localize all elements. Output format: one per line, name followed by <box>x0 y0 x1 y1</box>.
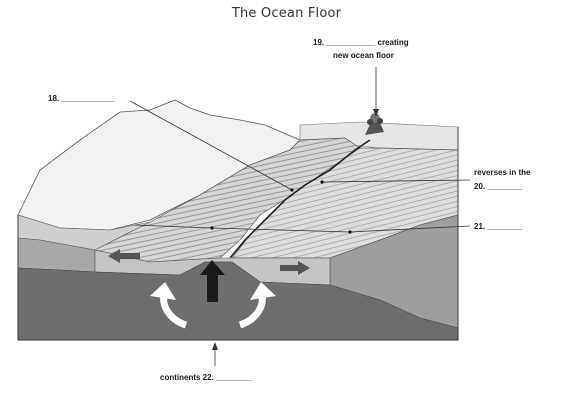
block-outline <box>17 127 459 341</box>
convection-right-arrow <box>238 282 276 329</box>
convection-left-arrow <box>150 282 188 329</box>
leader-21a <box>349 225 471 233</box>
leader-18 <box>129 100 293 191</box>
label-20-line2: 20. ________ <box>474 182 523 191</box>
right-motion-arrow <box>280 261 310 275</box>
left-motion-arrow <box>108 249 140 263</box>
leader-21c <box>134 224 213 229</box>
magma-rising-arrow <box>200 260 225 302</box>
label-18: 18. ____________ <box>48 94 115 103</box>
leader-20 <box>321 179 471 183</box>
label-19-line2: new ocean floor <box>333 51 394 60</box>
far-landmass <box>17 99 301 231</box>
label-19-line1: 19. ___________ creating <box>313 38 409 47</box>
label-20-line1: reverses in the <box>474 168 531 177</box>
ridge-rift <box>229 139 371 259</box>
label-21: 21. ________ <box>474 222 523 231</box>
label-22: continents 22. ________ <box>160 373 252 382</box>
leader-21b <box>211 227 351 233</box>
volcano-icon <box>365 113 384 135</box>
page-title: The Ocean Floor <box>231 6 342 21</box>
